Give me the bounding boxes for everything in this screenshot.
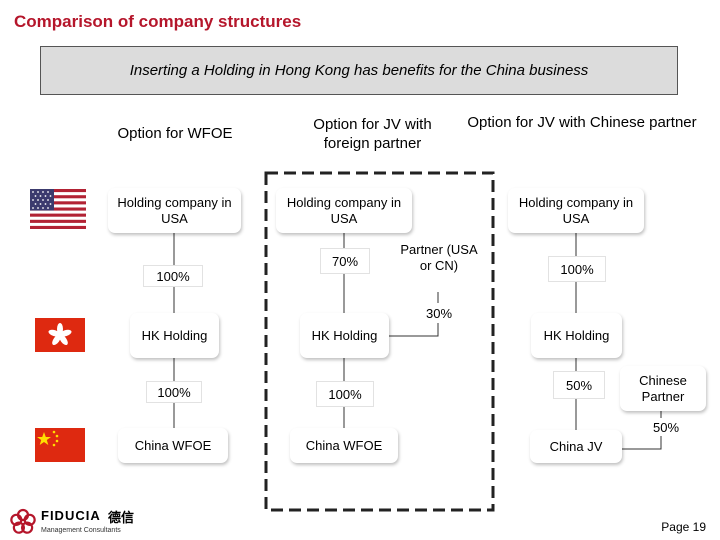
holding-usa-box: Holding company in USA — [508, 188, 644, 233]
holding-usa-box: Holding company in USA — [276, 188, 412, 233]
heading-jv-chinese: Option for JV with Chinese partner — [467, 114, 697, 131]
headline-banner: Inserting a Holding in Hong Kong has ben… — [40, 46, 678, 95]
ownership-percent: 100% — [548, 256, 606, 282]
page-number: Page 19 — [661, 520, 706, 534]
china-jv-box: China JV — [530, 430, 622, 463]
china-wfoe-box: China WFOE — [118, 428, 228, 463]
ownership-percent: 50% — [553, 371, 605, 399]
hk-holding-box: HK Holding — [531, 313, 622, 358]
partner-percent: 30% — [418, 303, 460, 323]
china-flag-icon — [35, 428, 85, 462]
hk-holding-box: HK Holding — [130, 313, 219, 358]
page-title: Comparison of company structures — [14, 12, 302, 31]
usa-flag-icon — [30, 189, 86, 229]
flower-logo-icon — [10, 508, 36, 534]
hk-holding-box: HK Holding — [300, 313, 389, 358]
china-wfoe-box: China WFOE — [290, 428, 398, 463]
highlight-dashed-frame — [264, 171, 495, 512]
logo-tagline: Management Consultants — [41, 527, 121, 534]
logo-name: FIDUCIA — [41, 508, 101, 523]
ownership-percent: 70% — [320, 248, 370, 274]
heading-jv-foreign: Option for JV with foreign partner — [313, 116, 432, 152]
fiducia-logo: FIDUCIA 德信 Management Consultants — [8, 506, 168, 538]
hong-kong-flag-icon — [35, 318, 85, 352]
holding-usa-box: Holding company in USA — [108, 188, 241, 233]
heading-wfoe: Option for WFOE — [117, 125, 233, 142]
ownership-percent: 100% — [143, 265, 203, 287]
logo-chinese: 德信 — [108, 510, 135, 525]
chinese-partner-box: Chinese Partner — [620, 366, 706, 411]
partner-percent: 50% — [645, 418, 687, 436]
partner-label: Partner (USA or CN) — [400, 242, 478, 273]
ownership-percent: 100% — [146, 381, 202, 403]
ownership-percent: 100% — [316, 381, 374, 407]
